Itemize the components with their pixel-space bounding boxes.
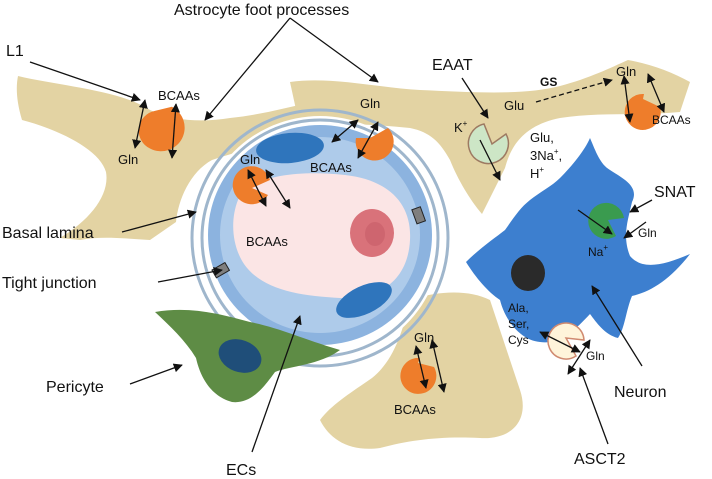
neuron-nucleus: [511, 255, 545, 291]
label-ecs: ECs: [226, 462, 256, 479]
flux-eaat-k: [479, 139, 501, 181]
mol-ala: Ala,: [508, 301, 529, 315]
mol-bcaas-bottom: BCAAs: [394, 402, 436, 417]
mol-bcaas-ec-left: BCAAs: [246, 234, 288, 249]
pericyte-nucleus: [218, 339, 262, 373]
flux-l1-b: [168, 103, 180, 159]
arrow-asct2: [578, 367, 609, 445]
ec-nucleus-bottom: [336, 282, 392, 318]
mol-na-snat: Na+: [588, 243, 608, 259]
asct2-transporter: [547, 322, 585, 360]
bcaa-transporter-top-right: [624, 93, 661, 130]
mol-bcaas-ec-top: BCAAs: [310, 160, 352, 175]
label-l1: L1: [6, 43, 24, 60]
flux-top-right-b: [646, 73, 666, 113]
mol-cys: Cys: [508, 333, 529, 347]
arrow-snat: [629, 199, 653, 213]
tight-junction-right: [411, 206, 427, 225]
mol-bcaas-l1: BCAAs: [158, 88, 200, 103]
label-pericyte: Pericyte: [46, 379, 104, 396]
ec-nucleus-top: [256, 132, 324, 164]
label-snat: SNAT: [654, 184, 696, 201]
label-asct2: ASCT2: [574, 451, 626, 468]
flux-ec-top-a: [331, 119, 359, 143]
label-tight-junction: Tight junction: [2, 275, 97, 292]
flux-ec-left-b: [265, 169, 291, 209]
arrow-gs: [535, 77, 613, 103]
mol-gln-snat: Gln: [638, 226, 657, 240]
flux-l1-a: [132, 99, 148, 149]
arrow-tight-junction: [157, 267, 223, 283]
mol-ser: Ser,: [508, 317, 529, 331]
arrow-afp-left: [204, 17, 291, 121]
mol-gln-bottom: Gln: [414, 330, 434, 345]
arrow-basal-lamina: [121, 209, 197, 233]
astrocyte-process-left: [16, 76, 313, 240]
arrow-eaat: [461, 77, 489, 119]
label-astrocyte-foot-processes: Astrocyte foot processes: [174, 2, 349, 19]
snat-transporter: [588, 202, 624, 239]
mol-gln-ec-top: Gln: [360, 96, 380, 111]
mol-3na: 3Na+,: [530, 147, 562, 163]
mol-gln-ec-left: Gln: [240, 152, 260, 167]
arrow-afp-right: [289, 17, 379, 83]
basal-lamina-outer-ring: [190, 108, 450, 368]
flux-asct2-b: [567, 339, 591, 375]
mol-glu-eaat: Glu,: [530, 130, 554, 145]
label-eaat: EAAT: [432, 57, 473, 74]
mol-gln-asct2: Gln: [586, 349, 605, 363]
mol-k: K+: [454, 119, 468, 135]
eaat-transporter: [467, 123, 510, 165]
flux-bottom-a: [413, 345, 429, 389]
neuron-cell: [466, 138, 690, 343]
arrow-neuron: [591, 285, 643, 367]
mol-gln-l1: Gln: [118, 152, 138, 167]
arrow-pericyte: [129, 363, 183, 385]
label-basal-lamina: Basal lamina: [2, 225, 94, 242]
arrow-l1: [29, 61, 141, 102]
mol-gln-top-right: Gln: [616, 64, 636, 79]
flux-bottom-b: [429, 339, 447, 393]
label-gs: GS: [540, 75, 557, 89]
mol-bcaas-top-right: BCAAs: [652, 113, 691, 127]
mol-glu-astro: Glu: [504, 98, 524, 113]
label-neuron: Neuron: [614, 384, 666, 401]
flux-ec-left-a: [247, 169, 267, 207]
mol-h: H+: [530, 165, 544, 181]
arrow-ecs: [251, 315, 302, 453]
flux-snat-gln: [623, 221, 647, 239]
flux-ec-top-b: [357, 121, 379, 159]
red-blood-cell-center: [365, 222, 385, 246]
flux-top-right-a: [620, 75, 634, 123]
flux-snat-na: [577, 209, 613, 235]
